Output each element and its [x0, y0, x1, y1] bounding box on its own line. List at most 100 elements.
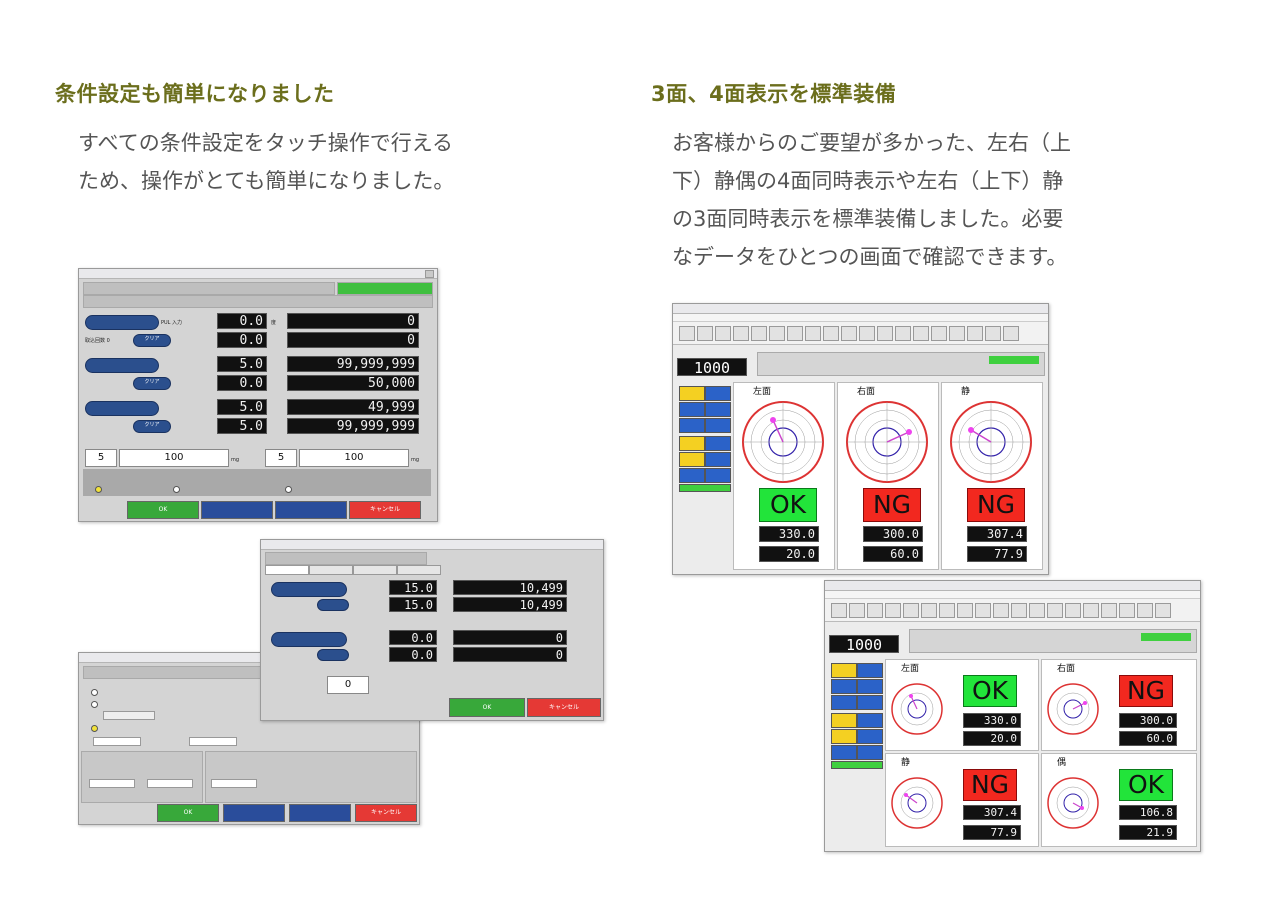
- side-button[interactable]: [831, 745, 857, 760]
- side-button[interactable]: [705, 402, 731, 417]
- tool-icon[interactable]: [849, 603, 865, 618]
- side-button[interactable]: [705, 468, 731, 483]
- side-button[interactable]: [705, 418, 731, 433]
- input-field[interactable]: [103, 711, 155, 720]
- tool-icon[interactable]: [697, 326, 713, 341]
- cancel-button[interactable]: キャンセル: [527, 698, 601, 717]
- tool-icon[interactable]: [1119, 603, 1135, 618]
- tool-icon[interactable]: [885, 603, 901, 618]
- tool-icon[interactable]: [733, 326, 749, 341]
- menu-bar[interactable]: [825, 591, 1200, 599]
- tool-icon[interactable]: [967, 326, 983, 341]
- wizard-button[interactable]: [223, 804, 285, 822]
- tool-icon[interactable]: [1003, 326, 1019, 341]
- tool-icon[interactable]: [1011, 603, 1027, 618]
- tool-icon[interactable]: [867, 603, 883, 618]
- input-field[interactable]: [147, 779, 193, 788]
- tool-icon[interactable]: [1029, 603, 1045, 618]
- tool-icon[interactable]: [859, 326, 875, 341]
- tool-icon[interactable]: [805, 326, 821, 341]
- side-button[interactable]: [705, 436, 731, 451]
- side-button[interactable]: [857, 695, 883, 710]
- tool-icon[interactable]: [823, 326, 839, 341]
- weight-input[interactable]: 100: [299, 449, 409, 467]
- tab-4[interactable]: [397, 565, 441, 575]
- input-field[interactable]: [211, 779, 257, 788]
- side-button[interactable]: [831, 663, 857, 678]
- side-button[interactable]: [679, 484, 731, 492]
- side-button[interactable]: [857, 663, 883, 678]
- measure-button-3[interactable]: [85, 401, 159, 416]
- tool-icon[interactable]: [921, 603, 937, 618]
- clear-button[interactable]: クリア: [133, 420, 171, 433]
- measure-button-2[interactable]: [85, 358, 159, 373]
- side-button[interactable]: [831, 695, 857, 710]
- side-button[interactable]: [831, 679, 857, 694]
- tool-icon[interactable]: [769, 326, 785, 341]
- tool-icon[interactable]: [931, 326, 947, 341]
- tool-icon[interactable]: [975, 603, 991, 618]
- side-button[interactable]: [679, 436, 705, 451]
- weight-input[interactable]: 100: [119, 449, 229, 467]
- side-button[interactable]: [679, 468, 705, 483]
- side-button[interactable]: [679, 386, 705, 401]
- cancel-button[interactable]: キャンセル: [355, 804, 417, 822]
- clear-correction-button[interactable]: [201, 501, 273, 519]
- side-button[interactable]: [679, 402, 705, 417]
- tool-icon[interactable]: [957, 603, 973, 618]
- side-button[interactable]: [857, 713, 883, 728]
- tool-icon[interactable]: [841, 326, 857, 341]
- tool-icon[interactable]: [895, 326, 911, 341]
- side-button[interactable]: [857, 679, 883, 694]
- radio-option[interactable]: [91, 725, 98, 732]
- tool-icon[interactable]: [1065, 603, 1081, 618]
- tool-icon[interactable]: [831, 603, 847, 618]
- clear-button[interactable]: [317, 599, 349, 611]
- tool-icon[interactable]: [877, 326, 893, 341]
- tool-icon[interactable]: [715, 326, 731, 341]
- clear-button[interactable]: クリア: [133, 334, 171, 347]
- tool-icon[interactable]: [939, 603, 955, 618]
- tab-1[interactable]: [265, 565, 309, 575]
- shift-angle-input[interactable]: 0: [327, 676, 369, 694]
- side-button[interactable]: [831, 729, 857, 744]
- detail-settings-button[interactable]: [289, 804, 351, 822]
- menu-bar[interactable]: [673, 314, 1048, 322]
- tool-icon[interactable]: [1137, 603, 1153, 618]
- shift-measure-button-2[interactable]: [271, 632, 347, 647]
- side-button[interactable]: [705, 452, 731, 467]
- tool-icon[interactable]: [787, 326, 803, 341]
- side-button[interactable]: [857, 729, 883, 744]
- measure-button-1[interactable]: [85, 315, 159, 330]
- tool-icon[interactable]: [1155, 603, 1171, 618]
- ok-button[interactable]: OK: [127, 501, 199, 519]
- side-button[interactable]: [679, 418, 705, 433]
- radio-option[interactable]: [95, 486, 102, 493]
- tool-icon[interactable]: [751, 326, 767, 341]
- radio-option[interactable]: [91, 701, 98, 708]
- tab-3[interactable]: [353, 565, 397, 575]
- radio-option[interactable]: [91, 689, 98, 696]
- tool-icon[interactable]: [1047, 603, 1063, 618]
- ok-button[interactable]: OK: [157, 804, 219, 822]
- tool-icon[interactable]: [1101, 603, 1117, 618]
- tool-icon[interactable]: [903, 603, 919, 618]
- cancel-button[interactable]: キャンセル: [349, 501, 421, 519]
- side-button[interactable]: [857, 745, 883, 760]
- radio-option[interactable]: [173, 486, 180, 493]
- side-button[interactable]: [705, 386, 731, 401]
- side-button[interactable]: [831, 713, 857, 728]
- side-button[interactable]: [831, 761, 883, 769]
- tab-2[interactable]: [309, 565, 353, 575]
- shift-measure-button[interactable]: [271, 582, 347, 597]
- side-button[interactable]: [679, 452, 705, 467]
- close-icon[interactable]: [425, 270, 434, 278]
- tool-icon[interactable]: [1083, 603, 1099, 618]
- tool-icon[interactable]: [949, 326, 965, 341]
- clear-button[interactable]: [317, 649, 349, 661]
- weight-input[interactable]: 5: [265, 449, 297, 467]
- tool-icon[interactable]: [985, 326, 1001, 341]
- input-field[interactable]: [189, 737, 237, 746]
- radio-option[interactable]: [285, 486, 292, 493]
- ok-button[interactable]: OK: [449, 698, 525, 717]
